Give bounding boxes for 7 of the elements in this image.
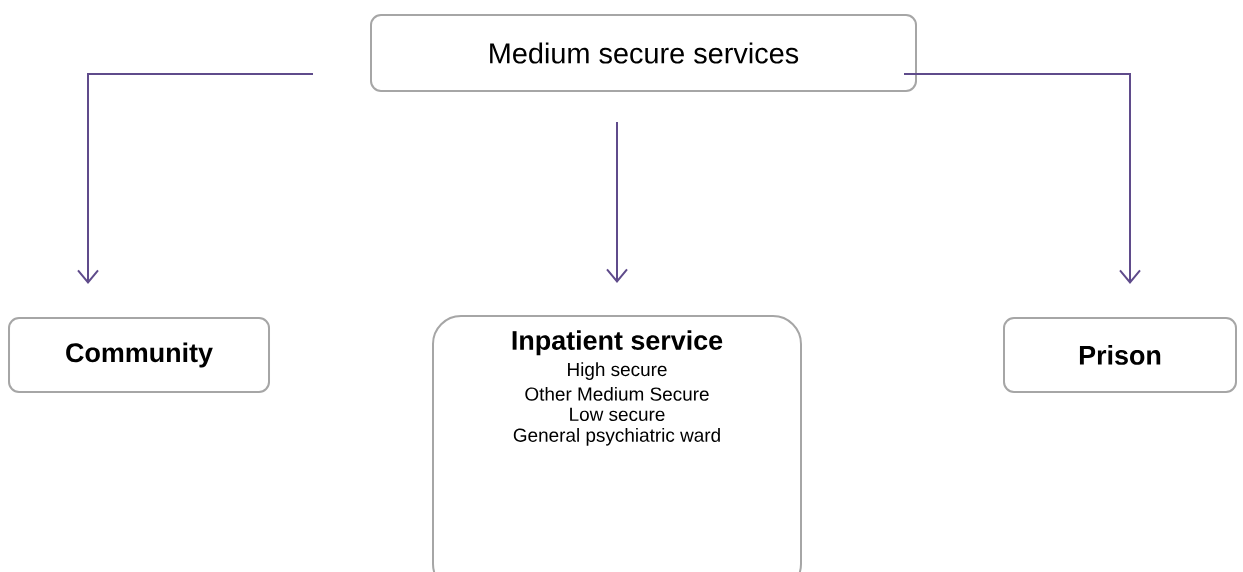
service-box: Inpatient service High secure Other Medium Secure Low secure General psychiatric ward (432, 315, 802, 572)
destination-box: Prison (1003, 317, 1237, 393)
heading-box: Medium secure services (370, 14, 917, 92)
arrow (606, 121, 628, 283)
arrow (77, 73, 314, 284)
arrow (903, 73, 1141, 284)
destination-box: Community (8, 317, 270, 393)
